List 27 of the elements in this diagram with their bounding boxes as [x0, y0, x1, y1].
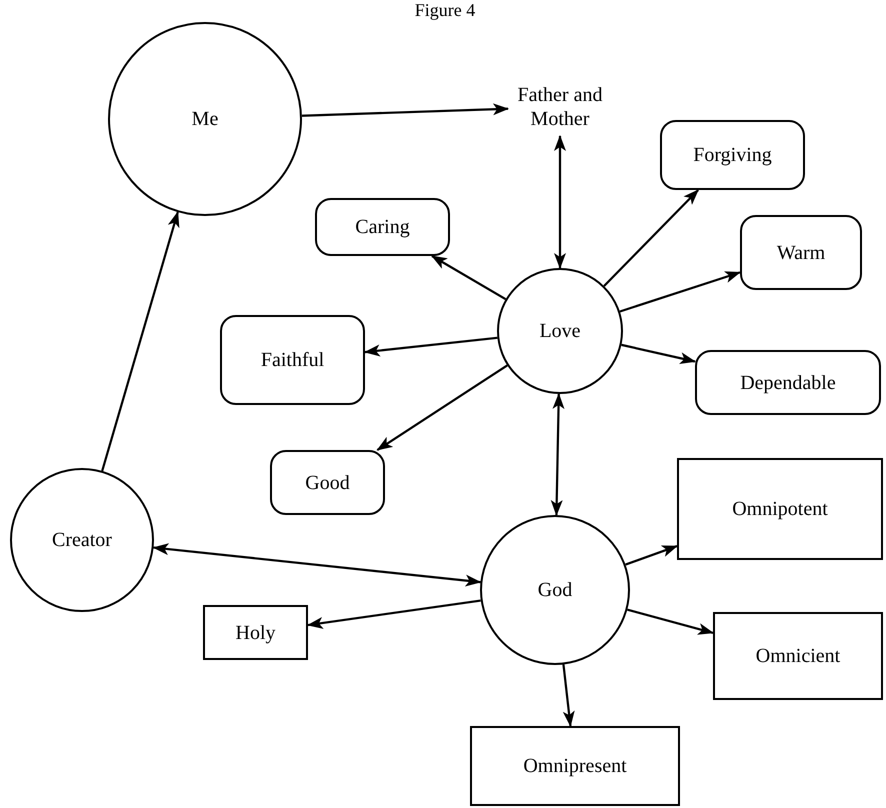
arrow — [307, 599, 481, 629]
arrow — [431, 255, 506, 300]
trait-box: Good — [270, 450, 385, 515]
arrow — [562, 664, 575, 727]
attribute-box: Holy — [203, 605, 308, 660]
trait-box: Warm — [740, 215, 862, 290]
arrow — [627, 608, 714, 635]
trait-box: Forgiving — [660, 120, 805, 190]
arrow — [550, 393, 564, 516]
arrow — [376, 364, 508, 451]
arrow — [603, 189, 699, 287]
arrow — [621, 344, 696, 364]
trait-box: Caring — [315, 198, 450, 256]
arrow — [364, 336, 498, 356]
trait-box: Dependable — [695, 350, 881, 415]
arrow — [101, 211, 180, 472]
arrow — [152, 543, 482, 586]
attribute-box: Omnipresent — [470, 726, 680, 806]
figure-title: Figure 4 — [414, 0, 476, 20]
concept-label: Father and Mother — [508, 78, 612, 136]
attribute-box: Omnipotent — [677, 458, 883, 560]
arrow — [302, 103, 509, 117]
arrow — [620, 271, 741, 313]
arrow — [625, 545, 678, 566]
arrow — [554, 135, 566, 269]
attribute-box: Omnicient — [713, 612, 883, 700]
trait-box: Faithful — [220, 315, 365, 405]
